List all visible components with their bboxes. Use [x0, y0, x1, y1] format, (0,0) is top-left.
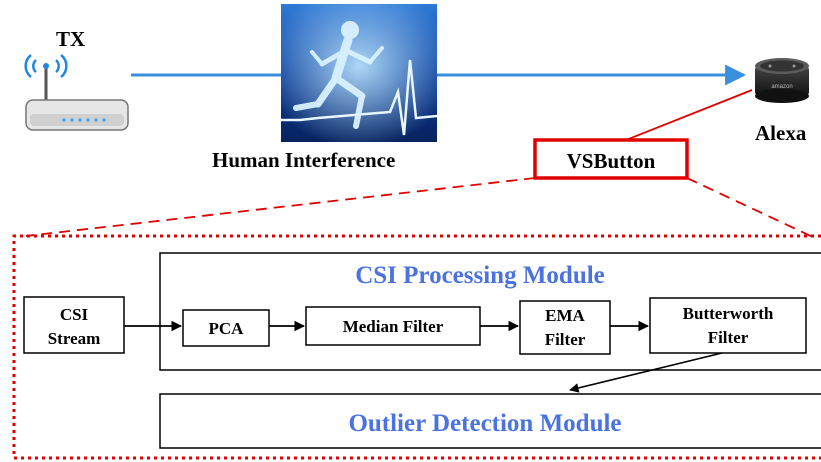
alexa-connector-line	[615, 89, 753, 145]
butterworth-filter-box	[649, 297, 807, 354]
zoom-line-left	[25, 177, 536, 237]
vsbutton-detail-frame	[12, 234, 821, 460]
outlier-detection-module-box	[159, 393, 821, 449]
echo-dot-speaker-icon: amazon	[755, 58, 809, 103]
alexa-label: Alexa	[755, 121, 807, 145]
wifi-router-icon	[24, 54, 129, 131]
ema-filter-box	[519, 300, 611, 355]
csi-processing-module-title: CSI Processing Module	[355, 262, 605, 289]
ema-filter-line2: Filter	[545, 330, 586, 349]
running-human-image	[281, 4, 438, 142]
human-interference-label: Human Interference	[212, 148, 395, 172]
outlier-detection-module-title: Outlier Detection Module	[348, 410, 621, 437]
tx-label: TX	[56, 27, 85, 51]
pca-label: PCA	[209, 319, 245, 338]
csi-stream-box	[23, 296, 125, 354]
pca-box	[182, 309, 270, 347]
zoom-line-right	[686, 177, 816, 239]
csi-stream-line1: CSI	[60, 305, 89, 324]
csi-stream-line2: Stream	[48, 329, 101, 348]
butterworth-filter-line2: Filter	[708, 328, 749, 347]
csi-processing-module-box	[159, 252, 821, 371]
vsbutton-box	[533, 138, 689, 180]
median-filter-box	[305, 306, 481, 346]
alexa-logo-text: amazon	[771, 84, 792, 90]
ema-filter-line1: EMA	[545, 306, 585, 325]
butterworth-filter-line1: Butterworth	[683, 304, 774, 323]
arrow-butterworth-to-outlier	[569, 352, 723, 393]
vsbutton-label: VSButton	[567, 149, 656, 173]
median-filter-label: Median Filter	[343, 317, 444, 336]
